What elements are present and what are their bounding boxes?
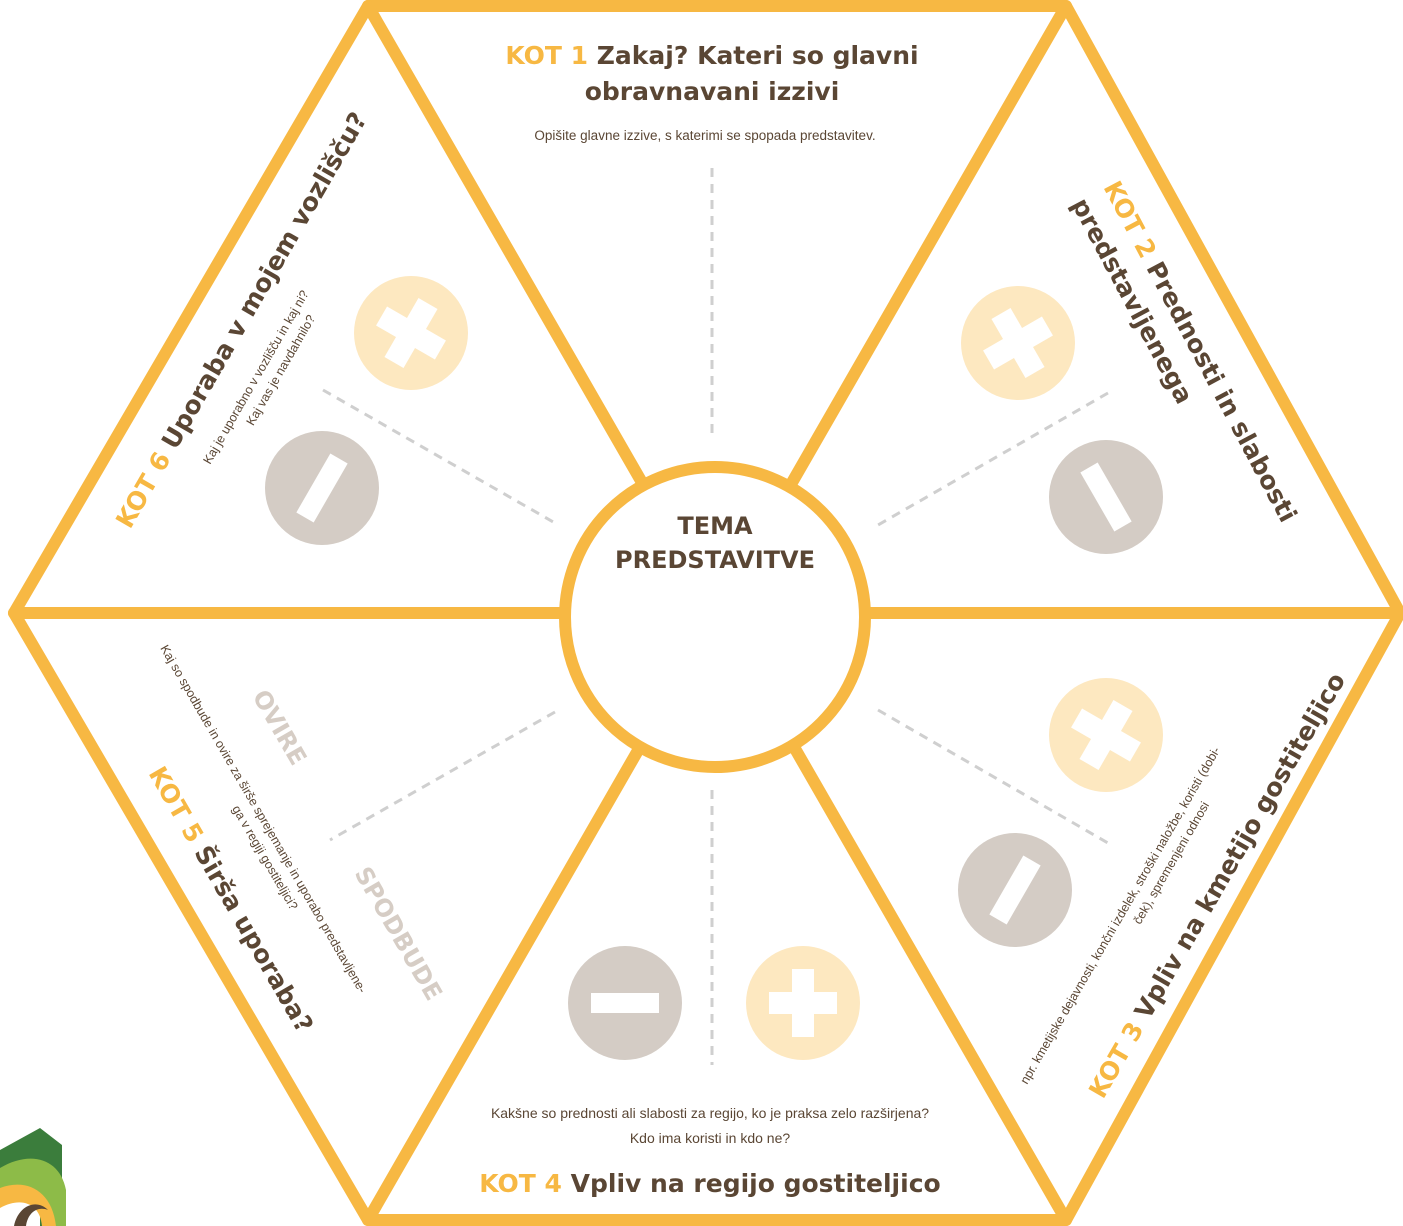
kot1-title-line2: obravnavani izzivi (585, 77, 840, 106)
kot4-minus-icon (568, 946, 682, 1060)
kot6-minus-icon (265, 431, 379, 545)
kot3-minus-icon (958, 833, 1072, 947)
center-title-line1: TEMA (677, 512, 753, 540)
kot4-title: KOT 4 Vpliv na regijo gostiteljico (479, 1169, 940, 1198)
center-circle (559, 461, 871, 773)
kot1-number: KOT 1 (505, 41, 588, 70)
kot3-plus-icon (1049, 678, 1163, 792)
kot2-minus-icon (1049, 440, 1163, 554)
kot4-plus-icon (746, 946, 860, 1060)
center-title-line2: PREDSTAVITVE (615, 546, 815, 574)
kot1-heading: Zakaj? Kateri so glavni (597, 41, 919, 70)
kot4-heading: Vpliv na regijo gostiteljico (571, 1169, 941, 1198)
kot6-plus-icon (354, 276, 468, 390)
dashed-dividers (322, 168, 1109, 1065)
logo-icon (0, 1128, 66, 1226)
kot1-description: Opišite glavne izzive, s katerimi se spo… (534, 128, 875, 143)
kot1-title-line1: KOT 1 Zakaj? Kateri so glavni (505, 41, 918, 70)
kot4-number: KOT 4 (479, 1169, 562, 1198)
kot4-description-line2: Kdo ima koristi in kdo ne? (630, 1130, 791, 1146)
kot2-plus-icon (961, 286, 1075, 400)
kot4-description-line1: Kakšne so prednosti ali slabosti za regi… (491, 1105, 929, 1121)
